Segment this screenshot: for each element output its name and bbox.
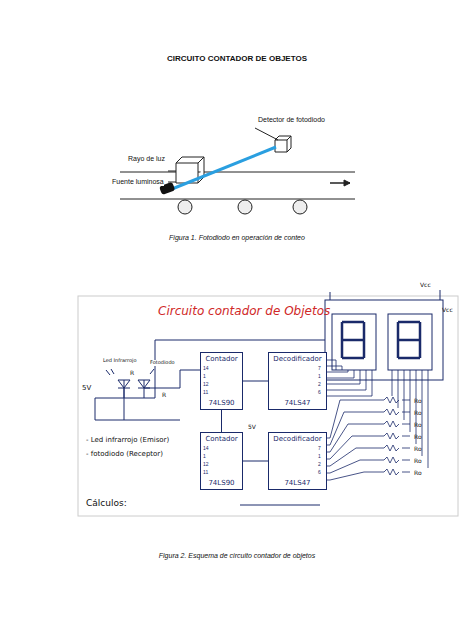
part-number: 74LS90 xyxy=(208,479,234,487)
ic-chip: Decodificador 74LS47 xyxy=(268,352,327,410)
segment-bus xyxy=(327,370,428,480)
sheet-frame xyxy=(78,296,458,516)
wire xyxy=(221,410,222,432)
voltage-label: 5V xyxy=(248,424,256,431)
page-title: CIRCUITO CONTADOR DE OBJETOS xyxy=(167,54,307,63)
resistor-label: Ro xyxy=(414,458,422,465)
part-number: 74LS47 xyxy=(284,479,310,487)
chip-name: Decodificador xyxy=(273,355,321,363)
resistor-label: Ro xyxy=(414,422,422,429)
note-text: - fotodiodo (Receptor) xyxy=(86,450,163,458)
resistor-label: Ro xyxy=(414,398,422,405)
pin-number: 1 xyxy=(203,374,206,380)
pin-number: 1 xyxy=(318,454,321,460)
ic-chip: Contador 74LS90 xyxy=(200,432,243,490)
callout-label: Rayo de luz xyxy=(128,155,165,163)
chip-name: Decodificador xyxy=(273,435,321,443)
voltage-label: Vcc xyxy=(442,307,453,314)
pin-number: 11 xyxy=(203,390,208,396)
pin-number: 2 xyxy=(318,462,321,468)
figure-caption: Figura 2. Esquema de circuito contador d… xyxy=(159,552,315,560)
pin-number: 6 xyxy=(318,390,321,396)
figure-caption: Figura 1. Fotodiodo en operación de cont… xyxy=(169,234,305,242)
resistor-label: Ro xyxy=(414,446,422,453)
part-number: 74LS90 xyxy=(208,399,234,407)
segment-bus xyxy=(327,360,372,396)
resistor-label: R xyxy=(162,392,166,399)
conveyor xyxy=(120,128,355,214)
pin-number: 6 xyxy=(318,470,321,476)
handwritten-title: Circuito contador de Objetos xyxy=(158,305,330,319)
pin-number: 1 xyxy=(318,374,321,380)
ic-chip: Decodificador 74LS47 xyxy=(268,432,327,490)
pin-number: 11 xyxy=(203,470,208,476)
ic-chip: Contador 74LS90 xyxy=(200,352,243,410)
chip-name: Contador xyxy=(205,355,237,363)
resistor-label: Ro xyxy=(414,434,422,441)
voltage-label: Vcc xyxy=(420,282,431,289)
part-number: 74LS47 xyxy=(284,399,310,407)
callout-label: Fuente luminosa xyxy=(112,178,164,186)
note-text: Cálculos: xyxy=(86,498,127,508)
component-label: Led Infrarrojo xyxy=(103,358,136,364)
light-beam xyxy=(172,147,276,189)
wire xyxy=(243,461,268,462)
note-text: - Led infrarrojo (Emisor) xyxy=(86,436,169,444)
pin-number: 7 xyxy=(318,446,321,452)
chip-name: Contador xyxy=(205,435,237,443)
resistor-label: Ro xyxy=(414,470,422,477)
pin-number: 14 xyxy=(203,366,209,372)
voltage-label: 5V xyxy=(82,384,91,392)
resistor-label: R xyxy=(130,370,134,377)
pin-number: 12 xyxy=(203,382,209,388)
callout-label: Detector de fotodiodo xyxy=(258,116,325,124)
schematic-wires xyxy=(78,290,458,516)
pin-number: 2 xyxy=(318,382,321,388)
component-label: Fotodiodo xyxy=(150,360,175,366)
pin-number: 7 xyxy=(318,366,321,372)
pin-number: 14 xyxy=(203,446,209,452)
pin-number: 12 xyxy=(203,462,209,468)
wire xyxy=(243,381,268,382)
resistor-label: Ro xyxy=(414,410,422,417)
pin-number: 1 xyxy=(203,454,206,460)
